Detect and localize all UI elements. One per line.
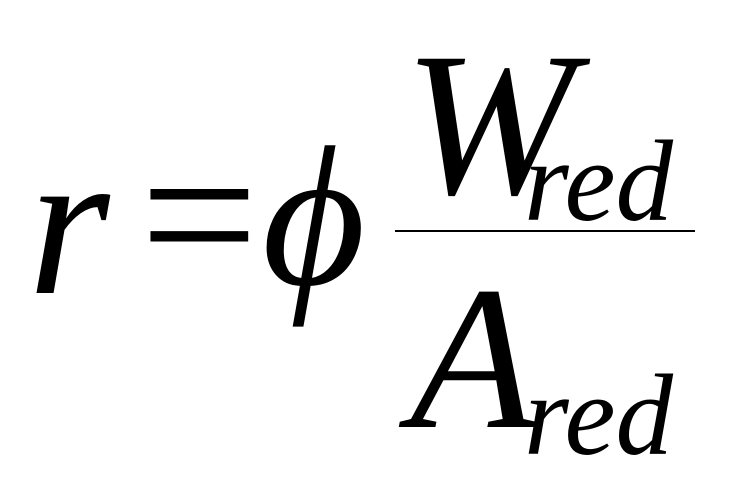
phi-coefficient: ϕ <box>262 107 366 328</box>
numerator-symbol: W <box>404 11 575 238</box>
fraction-bar <box>395 230 695 232</box>
numerator-subscript: red <box>524 118 674 245</box>
equals-sign: = <box>140 99 259 331</box>
lhs-variable: r <box>28 107 110 339</box>
denominator-subscript: red <box>524 352 674 479</box>
denominator-symbol: A <box>410 245 536 472</box>
